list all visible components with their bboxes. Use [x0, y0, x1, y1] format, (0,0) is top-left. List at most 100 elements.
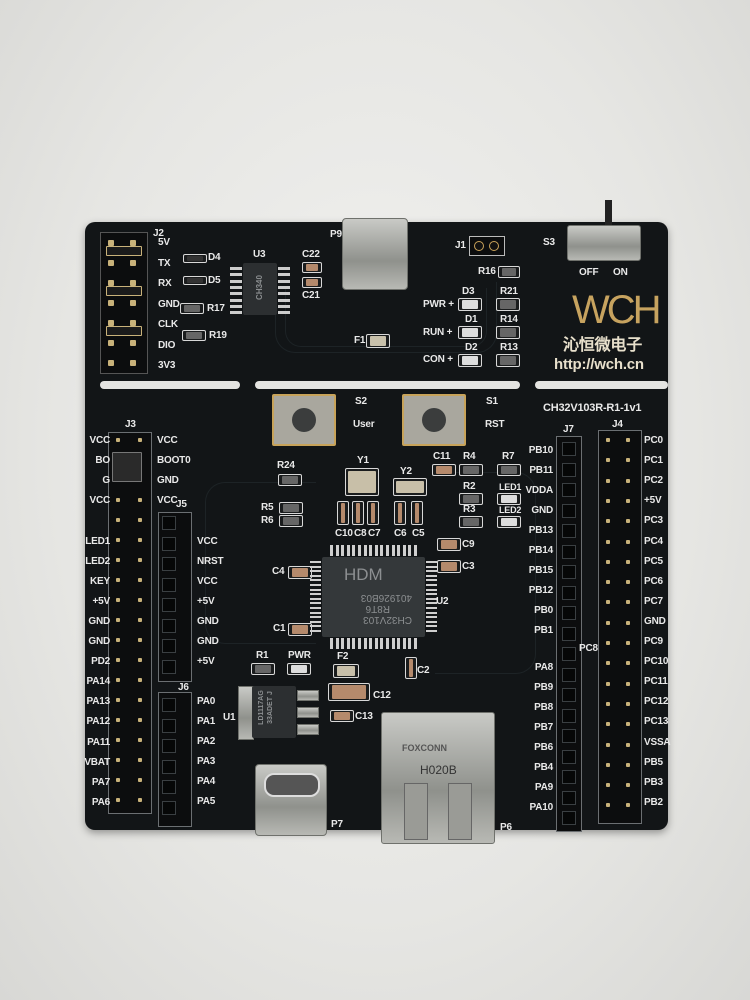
j4-pin[interactable]	[626, 783, 630, 788]
j4-pin[interactable]	[626, 539, 630, 544]
j2-pin[interactable]	[108, 280, 114, 286]
j4-pin[interactable]	[606, 620, 610, 625]
j4-pin[interactable]	[606, 641, 610, 645]
j4-pin[interactable]	[606, 580, 610, 585]
j3-pin[interactable]	[116, 678, 120, 682]
j3-pin[interactable]	[138, 558, 142, 562]
j3-pin[interactable]	[116, 558, 120, 562]
j3-pin[interactable]	[138, 758, 142, 762]
j3-pin[interactable]	[138, 678, 142, 682]
p9-usb-c-port[interactable]	[342, 218, 408, 290]
j3-pin[interactable]	[116, 598, 120, 602]
j4-pin[interactable]	[626, 498, 630, 503]
boot0-jumper[interactable]	[112, 452, 142, 482]
j4-pin[interactable]	[626, 803, 630, 808]
j3-pin[interactable]	[116, 518, 120, 522]
j3-pin[interactable]	[138, 738, 142, 742]
j4-pin[interactable]	[606, 762, 610, 767]
s3-switch-lever[interactable]	[605, 200, 612, 228]
j7-header[interactable]	[556, 436, 582, 832]
j3-pin[interactable]	[138, 798, 142, 802]
j4-pin[interactable]	[626, 701, 630, 706]
j3-pin[interactable]	[138, 778, 142, 782]
p7-usb-c-port[interactable]	[255, 764, 327, 836]
j3-pin[interactable]	[116, 738, 120, 742]
j3-pin[interactable]	[138, 718, 142, 722]
j2-pin[interactable]	[130, 320, 136, 326]
j4-pin[interactable]	[606, 722, 610, 727]
j4-pin[interactable]	[626, 641, 630, 645]
j4-pin[interactable]	[606, 498, 610, 503]
j4-pin[interactable]	[606, 519, 610, 524]
j4-pin[interactable]	[626, 762, 630, 767]
j3-pin[interactable]	[116, 618, 120, 622]
j4-pin[interactable]	[606, 539, 610, 544]
j2-pin[interactable]	[108, 340, 114, 346]
j3-header[interactable]	[108, 432, 152, 814]
j3-pin[interactable]	[138, 698, 142, 702]
j4-pin[interactable]	[606, 478, 610, 483]
j3-pin[interactable]	[138, 438, 142, 442]
j3-pin[interactable]	[116, 438, 120, 442]
j2-pin[interactable]	[130, 240, 136, 246]
j2-pin[interactable]	[130, 300, 136, 306]
j4-pin[interactable]	[626, 559, 630, 564]
j4-pin[interactable]	[606, 661, 610, 666]
j4-pin[interactable]	[606, 600, 610, 605]
j4-header[interactable]	[598, 430, 642, 824]
j4-pin[interactable]	[626, 458, 630, 463]
j4-pin[interactable]	[606, 783, 610, 788]
j4-pin[interactable]	[626, 681, 630, 686]
j2-pin[interactable]	[130, 260, 136, 266]
j4-pin[interactable]	[626, 478, 630, 483]
j3-pin[interactable]	[116, 718, 120, 722]
jumper-cap[interactable]	[106, 286, 142, 296]
j4-pin[interactable]	[606, 681, 610, 686]
j2-pin[interactable]	[108, 320, 114, 326]
j4-pin[interactable]	[606, 559, 610, 564]
j3-pin[interactable]	[116, 798, 120, 802]
j3-pin[interactable]	[138, 578, 142, 582]
j3-pin[interactable]	[138, 658, 142, 662]
j3-pin[interactable]	[116, 578, 120, 582]
j2-pin[interactable]	[108, 260, 114, 266]
j3-pin[interactable]	[138, 518, 142, 522]
j2-pin[interactable]	[130, 340, 136, 346]
j3-pin[interactable]	[116, 638, 120, 642]
j4-pin[interactable]	[626, 742, 630, 747]
j4-pin[interactable]	[606, 803, 610, 808]
j4-pin[interactable]	[626, 438, 630, 442]
j2-pin[interactable]	[108, 360, 114, 366]
s3-power-switch[interactable]	[567, 225, 641, 261]
p6-usb-a-port[interactable]: FOXCONN H020B	[381, 712, 495, 844]
j3-pin[interactable]	[116, 538, 120, 542]
j4-pin[interactable]	[626, 580, 630, 585]
j4-pin[interactable]	[606, 438, 610, 442]
j3-pin[interactable]	[116, 498, 120, 502]
j4-pin[interactable]	[626, 519, 630, 524]
j3-pin[interactable]	[138, 638, 142, 642]
j3-pin[interactable]	[116, 778, 120, 782]
j2-pin[interactable]	[108, 300, 114, 306]
s2-user-button[interactable]	[272, 394, 336, 446]
j4-pin[interactable]	[606, 458, 610, 463]
j3-pin[interactable]	[116, 658, 120, 662]
j3-pin[interactable]	[138, 538, 142, 542]
jumper-cap[interactable]	[106, 246, 142, 256]
j3-pin[interactable]	[138, 618, 142, 622]
j2-pin[interactable]	[108, 240, 114, 246]
s1-reset-button[interactable]	[402, 394, 466, 446]
j3-pin[interactable]	[138, 598, 142, 602]
j3-pin[interactable]	[138, 498, 142, 502]
j2-pin[interactable]	[130, 280, 136, 286]
j4-pin[interactable]	[626, 600, 630, 605]
j4-pin[interactable]	[626, 620, 630, 625]
j3-pin[interactable]	[116, 698, 120, 702]
jumper-cap[interactable]	[106, 326, 142, 336]
j4-pin[interactable]	[606, 701, 610, 706]
j3-pin[interactable]	[116, 758, 120, 762]
j4-pin[interactable]	[606, 742, 610, 747]
j2-pin[interactable]	[130, 360, 136, 366]
j4-pin[interactable]	[626, 661, 630, 666]
j4-pin[interactable]	[626, 722, 630, 727]
